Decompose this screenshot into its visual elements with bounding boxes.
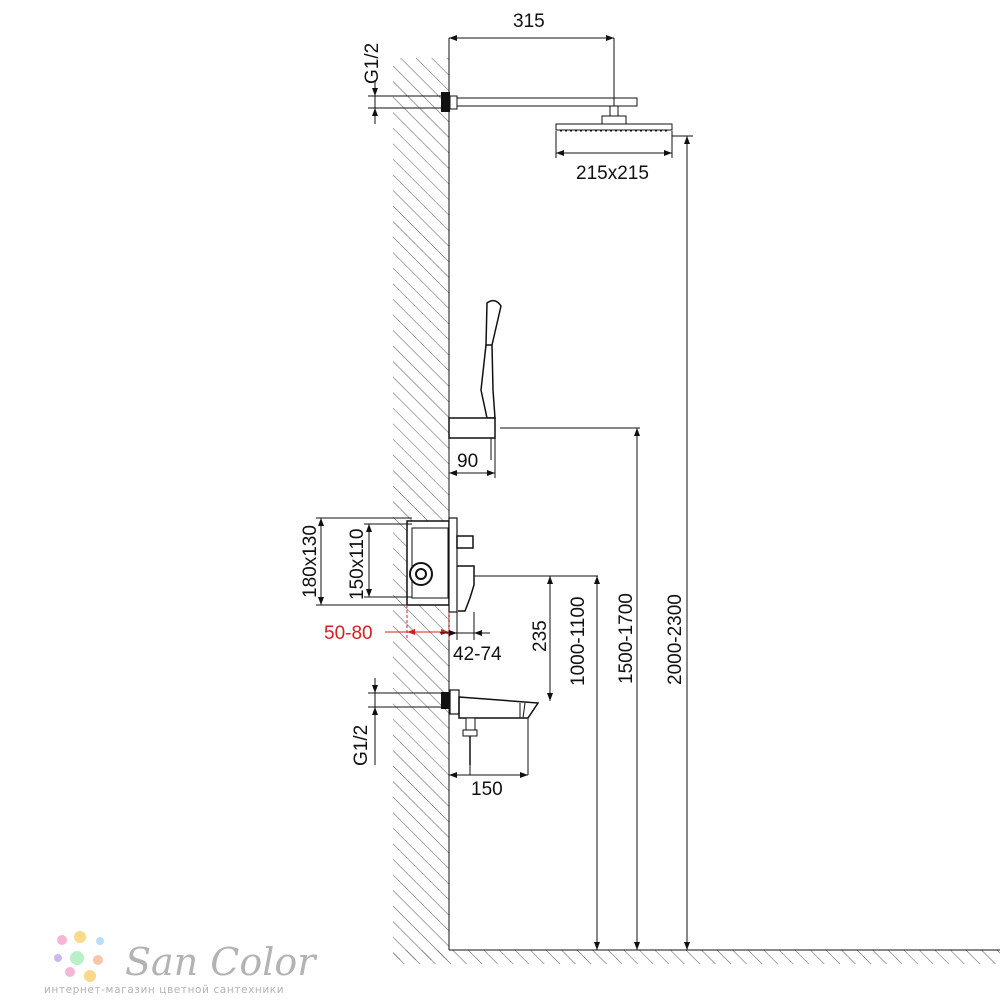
- concealed-box: [406, 517, 458, 613]
- logo-dots: [54, 931, 104, 982]
- bath-spout: [441, 689, 540, 775]
- holder-depth-dimension: 90: [448, 438, 496, 478]
- logo-dot: [65, 967, 75, 977]
- spout-length-dimension: 150: [449, 772, 528, 800]
- head-size-label: 215x215: [576, 163, 649, 184]
- logo-dot: [57, 935, 67, 945]
- logo-dot: [74, 931, 86, 943]
- box-inner-dimension: 150x110: [347, 523, 412, 601]
- hand-shower: [480, 299, 502, 419]
- holder-depth-label: 90: [457, 451, 478, 472]
- box-inner-label: 150x110: [347, 529, 368, 601]
- shower-arm: [441, 92, 638, 112]
- holder-height-dimension: 1500-1700: [500, 427, 640, 950]
- mixer-height-dimension: 1000-1100: [568, 576, 600, 950]
- wall: [393, 58, 1000, 964]
- logo-dot: [70, 951, 84, 965]
- logo-tagline: интернет-магазин цветной сантехники: [44, 984, 284, 996]
- box-outer-dimension: 180x130: [300, 517, 412, 606]
- wall-depth-label: 50-80: [324, 623, 373, 644]
- head-height-dimension: 2000-2300: [665, 135, 693, 950]
- logo-dot: [54, 954, 62, 962]
- mixer-to-spout-label: 235: [530, 620, 551, 652]
- shower-holder: [448, 417, 496, 460]
- inlet-bottom-label: G1/2: [351, 725, 372, 766]
- sancolor-logo: San Color интернет-магазин цветной санте…: [44, 931, 318, 996]
- head-size-dimension: 215x215: [555, 131, 673, 184]
- head-height-label: 2000-2300: [665, 594, 686, 685]
- logo-dot: [93, 955, 103, 965]
- logo-dot: [84, 970, 96, 982]
- inlet-top-label: G1/2: [362, 43, 383, 84]
- box-outer-label: 180x130: [300, 525, 321, 598]
- spout-length-label: 150: [471, 779, 503, 800]
- rain-shower-head: [555, 105, 673, 132]
- logo-dot: [96, 937, 104, 945]
- adjust-range-dimension: 42-74: [440, 612, 502, 665]
- mixer-handle: [456, 535, 598, 612]
- holder-height-label: 1500-1700: [616, 593, 637, 684]
- mixer-to-spout-dimension: 235: [530, 576, 553, 701]
- inlet-bottom-dimension: G1/2: [351, 678, 441, 766]
- mixer-height-label: 1000-1100: [568, 597, 589, 686]
- logo-brand: San Color: [125, 940, 318, 984]
- wall-depth-dimension: 50-80: [324, 605, 450, 644]
- arm-length-label: 315: [513, 11, 545, 32]
- arm-length-dimension: 315: [448, 11, 615, 106]
- adjust-range-label: 42-74: [453, 644, 502, 665]
- inlet-top-dimension: G1/2: [362, 43, 441, 124]
